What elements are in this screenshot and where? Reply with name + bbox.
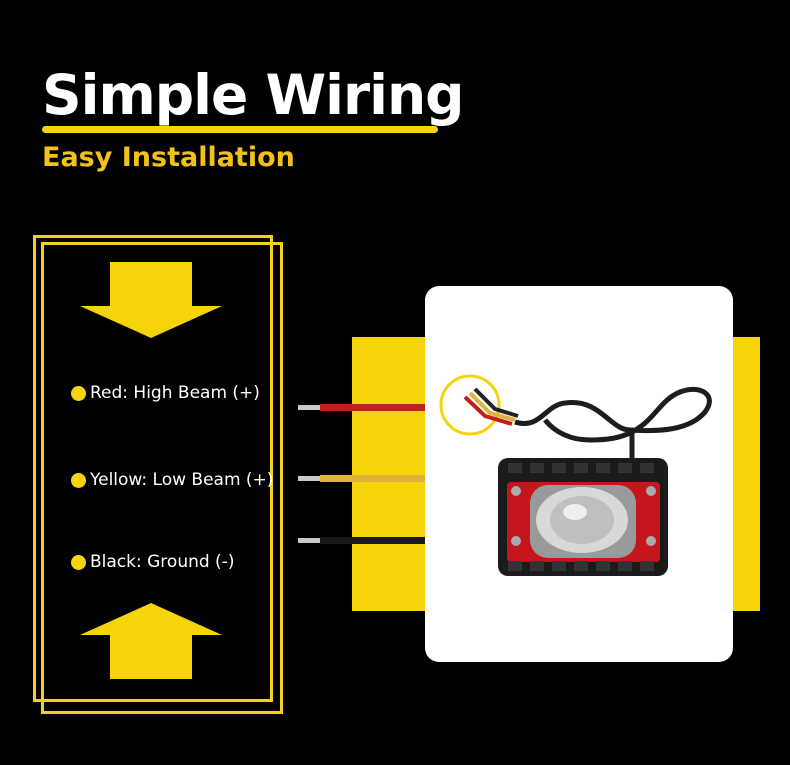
- legend-frame-outer: [33, 235, 273, 702]
- legend-label: Red: High Beam (+): [90, 383, 260, 403]
- arrow-up-icon: [80, 603, 222, 679]
- legend-item-yellow: Yellow: Low Beam (+): [71, 470, 273, 490]
- legend-label: Black: Ground (-): [90, 552, 235, 572]
- wire-yellow: [298, 475, 430, 482]
- bullet-dot-icon: [71, 554, 86, 570]
- bullet-dot-icon: [71, 472, 86, 488]
- wire-red: [298, 404, 430, 411]
- bullet-dot-icon: [71, 385, 86, 401]
- legend-item-red: Red: High Beam (+): [71, 383, 260, 403]
- arrow-down-icon: [80, 262, 222, 338]
- light-housing: [498, 458, 668, 576]
- title-underline: [42, 126, 438, 133]
- legend-frame-inner: [41, 242, 283, 714]
- page-subtitle: Easy Installation: [42, 142, 295, 173]
- legend-label: Yellow: Low Beam (+): [90, 470, 274, 490]
- page-title: Simple Wiring: [42, 63, 464, 127]
- wire-black: [298, 537, 430, 544]
- yellow-backdrop-left: [352, 337, 432, 611]
- wire-highlight-circle: [439, 374, 501, 436]
- legend-item-black: Black: Ground (-): [71, 552, 234, 572]
